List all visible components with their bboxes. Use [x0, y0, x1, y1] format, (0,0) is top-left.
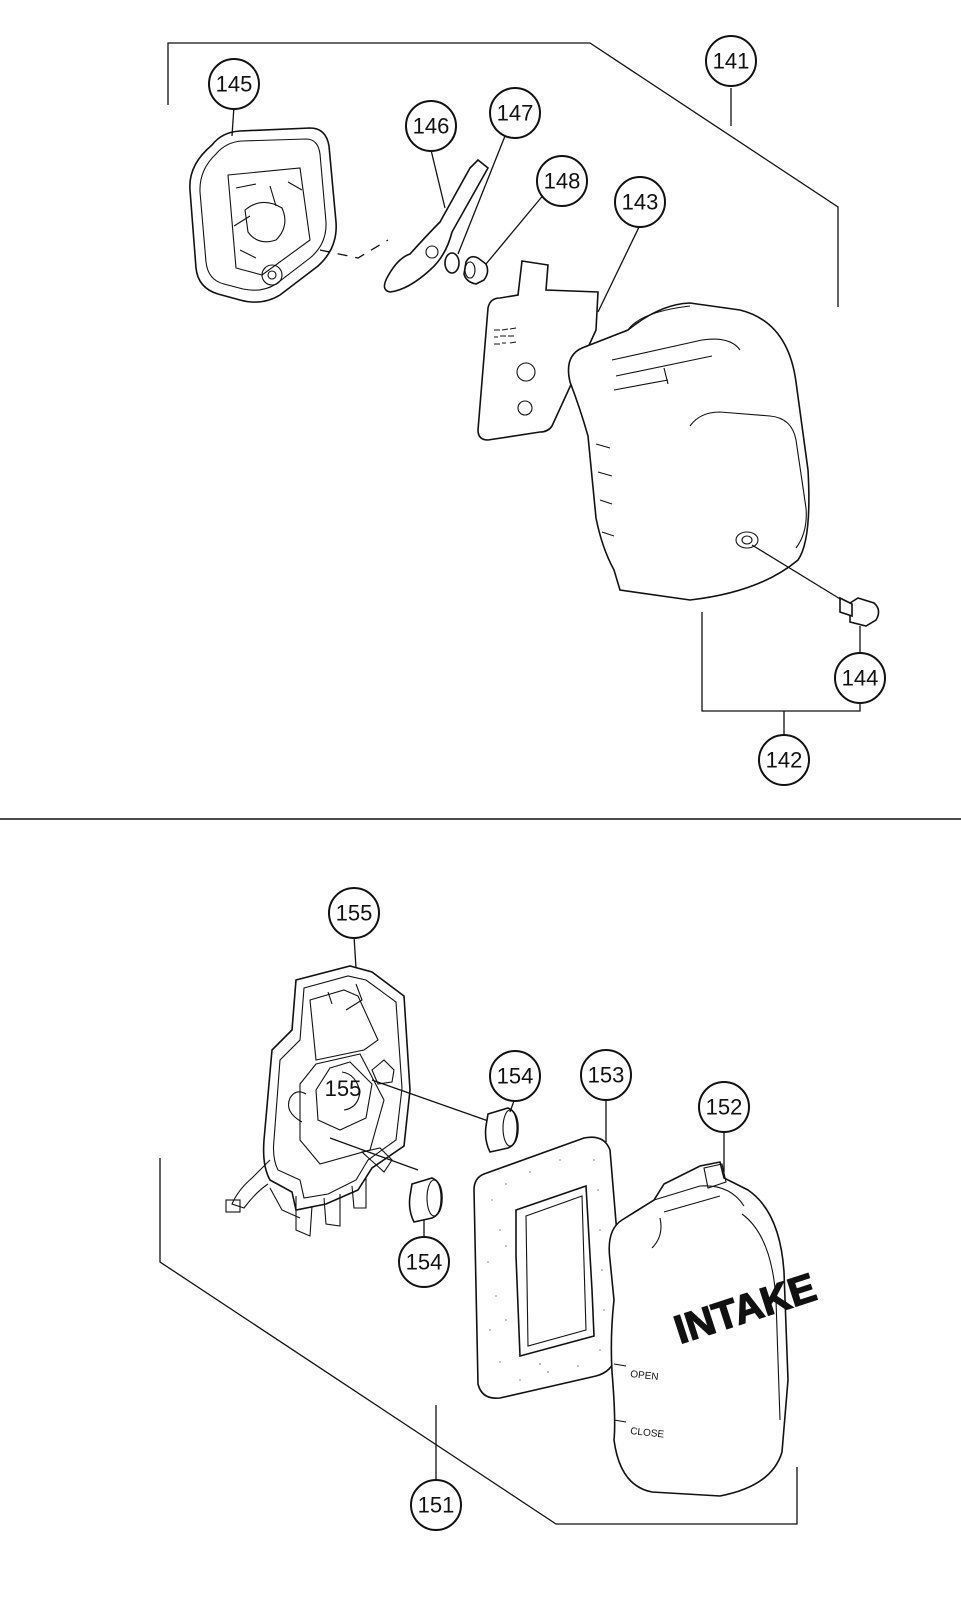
svg-text:146: 146	[413, 114, 450, 139]
callout-147: 147	[489, 87, 541, 139]
svg-text:155: 155	[336, 901, 373, 926]
leader-147	[457, 135, 506, 255]
part-142-cover	[567, 302, 810, 601]
leader-148	[485, 192, 546, 265]
bracket-142	[701, 612, 861, 712]
part-154-collar-lower	[408, 1177, 443, 1223]
svg-text:154: 154	[406, 1250, 443, 1275]
svg-text:142: 142	[766, 748, 803, 773]
leader-143	[597, 224, 641, 313]
callout-152: 152	[698, 1081, 750, 1133]
callout-145: 145	[208, 58, 260, 110]
part-148-collar	[463, 255, 489, 285]
callout-143: 143	[614, 176, 666, 228]
svg-text:154: 154	[497, 1064, 534, 1089]
svg-text:148: 148	[544, 169, 581, 194]
cover-open-text: OPEN	[630, 1369, 659, 1383]
part-145-cleaner-base	[189, 127, 389, 303]
svg-text:151: 151	[418, 1493, 455, 1518]
cover-close-text: CLOSE	[630, 1426, 665, 1441]
bracket-141	[167, 42, 839, 307]
leader-145	[231, 105, 235, 137]
part-146-lever	[383, 158, 490, 293]
inner-part-label-155: 155	[325, 1076, 362, 1101]
callout-141: 141	[705, 35, 757, 87]
callout-154-upper: 154	[489, 1050, 541, 1102]
callout-151: 151	[410, 1479, 462, 1531]
leader-154-lower-axis	[329, 1137, 419, 1171]
bracket-151	[159, 1158, 798, 1525]
part-154-collar-upper	[484, 1107, 519, 1153]
upper-assembly	[167, 42, 880, 737]
part-155-base-plate	[225, 965, 411, 1237]
svg-text:152: 152	[706, 1095, 743, 1120]
callout-155: 155	[328, 887, 380, 939]
part-143-plate	[477, 260, 599, 441]
svg-text:145: 145	[216, 72, 253, 97]
svg-text:141: 141	[713, 49, 750, 74]
part-153-filter-element	[473, 1136, 621, 1400]
leader-154-upper-axis	[371, 1079, 495, 1124]
part-147-washer	[444, 252, 460, 274]
part-144-screw	[839, 596, 880, 627]
callout-142: 142	[758, 734, 810, 786]
callout-153: 153	[580, 1049, 632, 1101]
svg-text:144: 144	[842, 666, 879, 691]
leader-155	[353, 935, 357, 969]
lower-assembly: INTAKE OPEN CLOSE 155	[159, 935, 822, 1525]
leader-144-axis	[751, 544, 851, 606]
leader-146	[430, 149, 446, 209]
callout-144: 144	[834, 652, 886, 704]
svg-text:153: 153	[588, 1063, 625, 1088]
part-152-cover	[608, 1161, 789, 1497]
callout-148: 148	[536, 155, 588, 207]
callout-146: 146	[405, 100, 457, 152]
svg-text:147: 147	[497, 101, 534, 126]
svg-text:143: 143	[622, 190, 659, 215]
callout-154-lower: 154	[398, 1236, 450, 1288]
